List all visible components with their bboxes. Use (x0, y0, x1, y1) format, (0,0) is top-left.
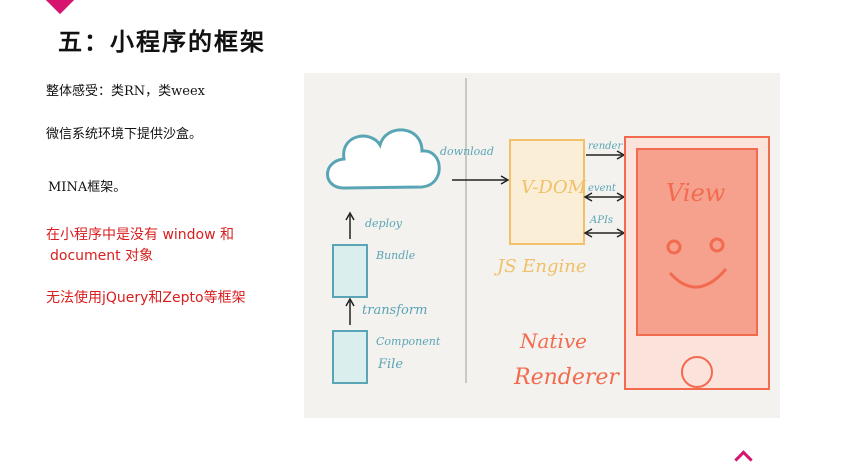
component-label: Component (376, 335, 441, 348)
deploy-label: deploy (365, 217, 402, 230)
native-label: Native (520, 329, 587, 353)
text-line-5: document 对象 (50, 248, 154, 264)
event-label: event (588, 183, 616, 194)
component-box (332, 330, 368, 384)
smiley-eye-right (709, 237, 725, 253)
text-line-4: 在小程序中是没有 window 和 (46, 227, 235, 243)
arrow-up-deploy (345, 211, 355, 221)
arrow-download (500, 175, 510, 185)
bundle-label: Bundle (376, 249, 416, 262)
download-label: download (440, 145, 494, 158)
render-label: render (588, 141, 623, 152)
renderer-label: Renderer (514, 365, 619, 390)
vdom-label: V-DOM (521, 177, 587, 198)
vdom-box (509, 139, 585, 245)
diagram-drawing (326, 78, 770, 390)
text-line-6: 无法使用jQuery和Zepto等框架 (46, 290, 246, 306)
text-line-1: 整体感受：类RN，类weex (46, 84, 206, 99)
framework-diagram: deploy Bundle transform Component File d… (304, 73, 780, 418)
cloud-icon (326, 128, 441, 190)
view-label: View (666, 179, 726, 207)
text-line-3: MINA框架。 (48, 180, 127, 195)
corner-accent (45, 0, 75, 15)
smiley-eye-left (666, 239, 682, 255)
file-label: File (378, 357, 404, 372)
smiley-mouth (668, 268, 728, 289)
js-engine-label: JS Engine (497, 256, 587, 277)
arrow-apis (583, 228, 593, 238)
phone-screen (636, 148, 758, 336)
apis-label: APIs (590, 215, 614, 226)
arrow-up-transform (345, 297, 355, 307)
transform-label: transform (362, 303, 428, 318)
bundle-box (332, 244, 368, 298)
text-line-2: 微信系统环境下提供沙盒。 (46, 127, 203, 142)
page-title: 五：小程序的框架 (58, 28, 266, 56)
arrow-event (583, 192, 593, 202)
phone-home-button (681, 356, 713, 388)
